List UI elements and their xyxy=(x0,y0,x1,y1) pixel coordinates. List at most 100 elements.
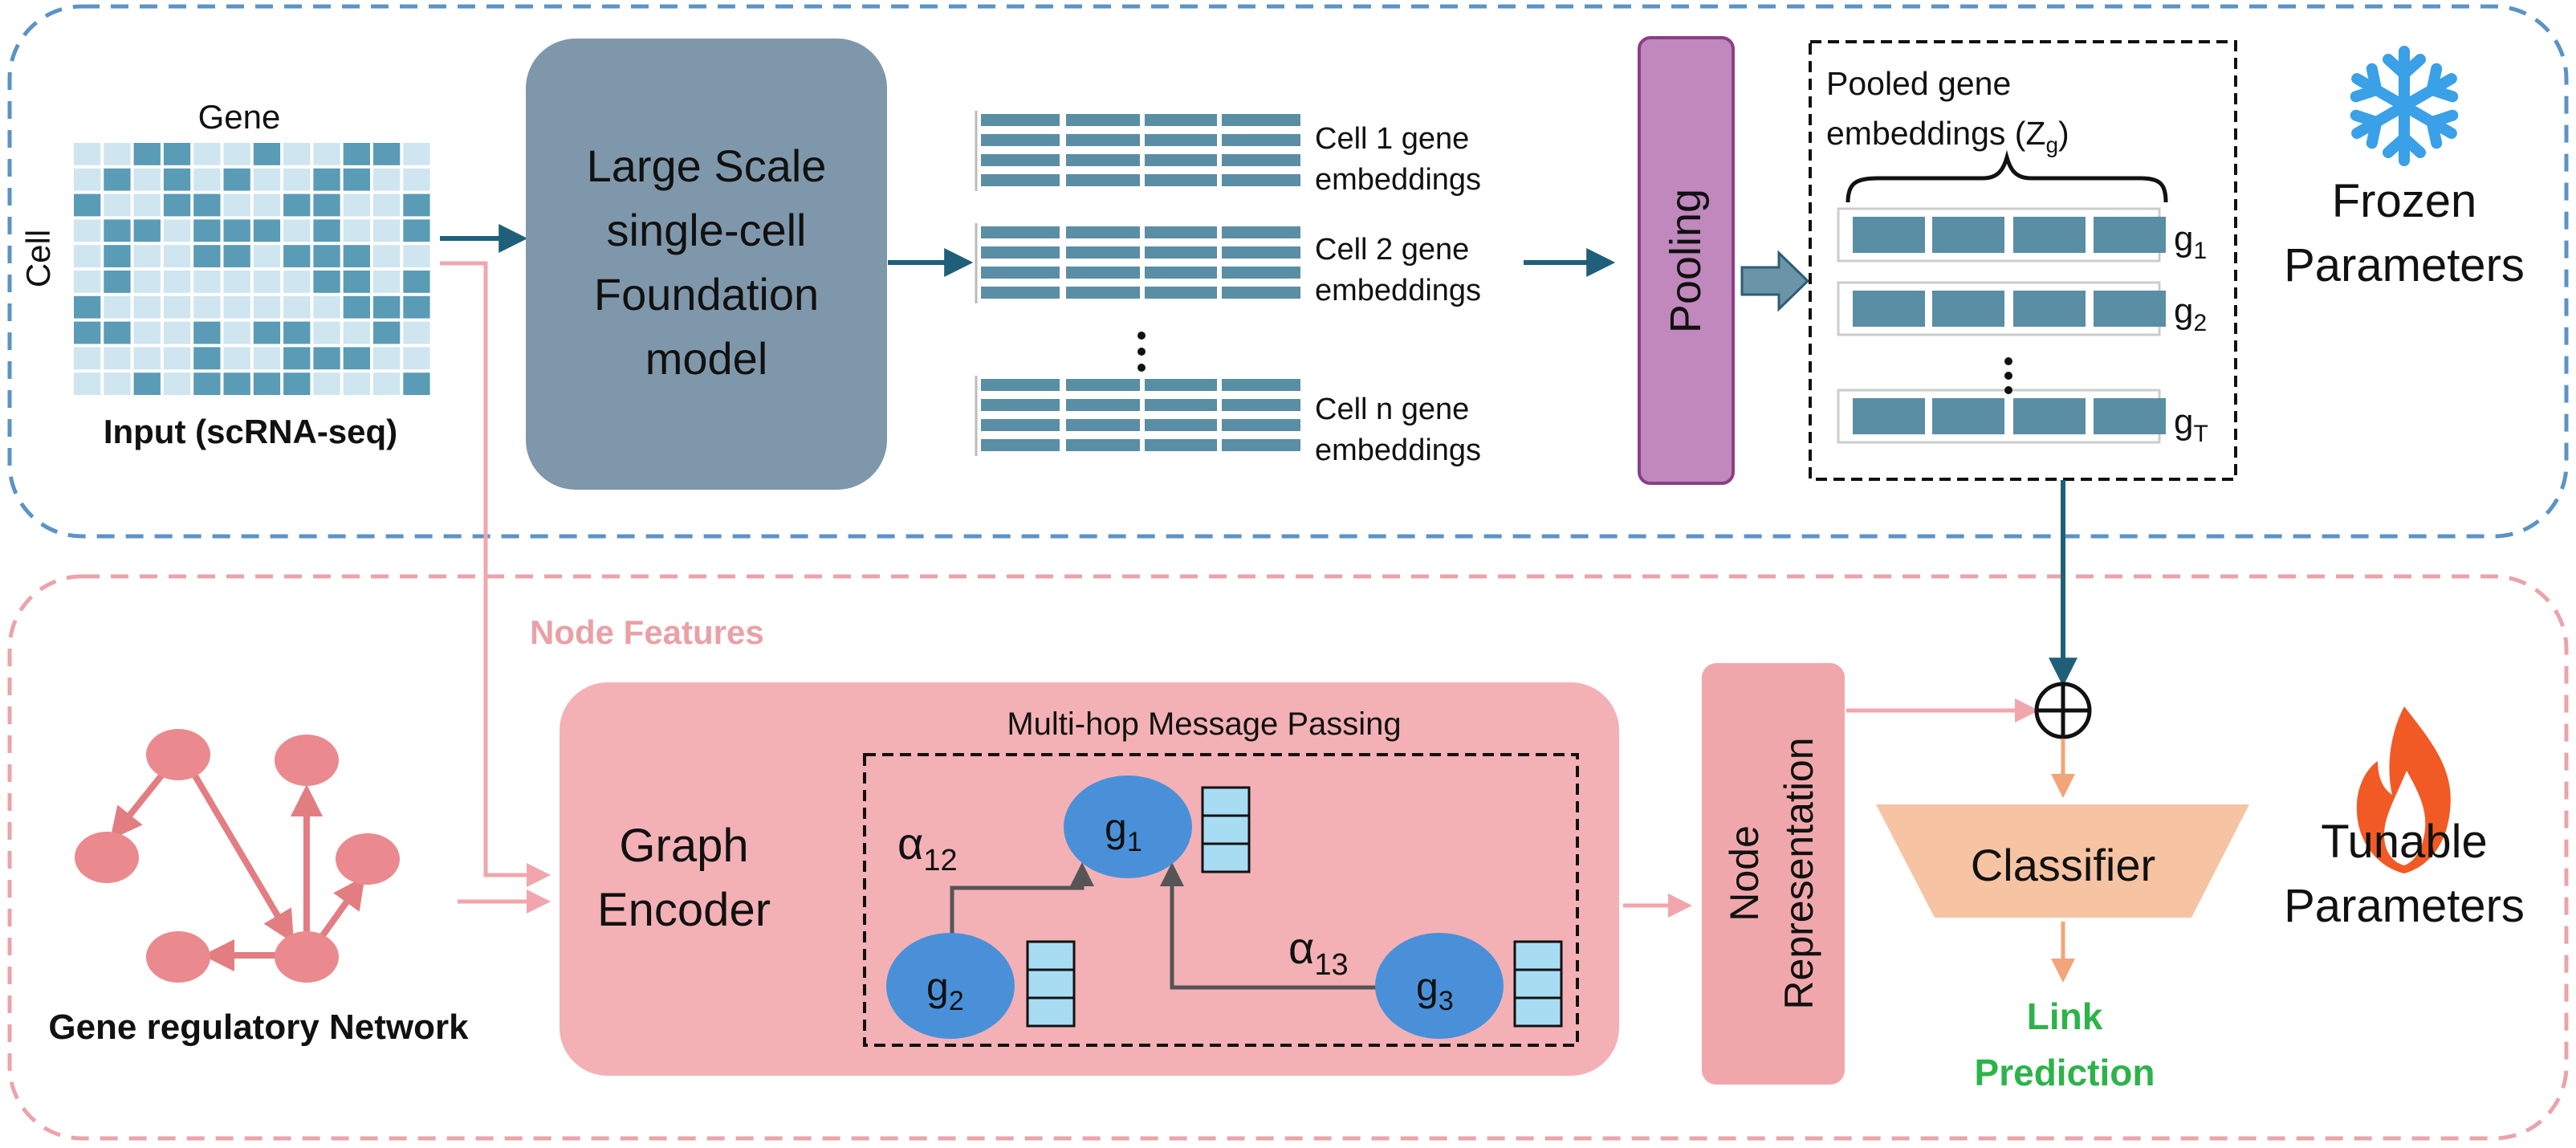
matrix-cell xyxy=(193,143,221,165)
alpha-12-label: α12 xyxy=(897,818,958,877)
vertical-ellipsis-icon xyxy=(1137,332,1146,372)
matrix-cell xyxy=(313,193,340,217)
pooled-bar xyxy=(2013,291,2086,327)
pooled-bar xyxy=(2094,217,2166,253)
embedding-bar xyxy=(1145,267,1217,279)
node-features-connector xyxy=(440,261,551,887)
graph-encoder-line2: Encoder xyxy=(597,884,771,936)
matrix-cell xyxy=(373,219,401,242)
embedding-bar xyxy=(981,114,1060,126)
matrix-cell xyxy=(403,245,430,267)
matrix-cell xyxy=(343,219,370,242)
pooled-title-line2: embeddings (Zg) xyxy=(1826,115,2069,157)
pooled-bar xyxy=(1853,291,1925,327)
matrix-cell xyxy=(104,347,131,370)
matrix-cell xyxy=(133,245,161,267)
embedding-bar xyxy=(1222,267,1300,279)
embedding-bar xyxy=(1222,114,1300,126)
matrix-cell xyxy=(253,321,281,344)
matrix-cell xyxy=(403,193,430,217)
matrix-cell xyxy=(223,245,250,267)
embedding-bar xyxy=(1066,419,1140,431)
foundation-model-line2: single-cell xyxy=(607,205,807,255)
matrix-cell xyxy=(133,193,161,217)
matrix-cell xyxy=(343,372,370,395)
cell-n-embedding-bars xyxy=(975,376,1300,456)
node-g2-label: g2 xyxy=(926,964,964,1016)
embedding-bar xyxy=(981,439,1060,451)
alpha-13-label: α13 xyxy=(1288,922,1349,982)
matrix-cell xyxy=(313,372,340,395)
embedding-bar xyxy=(981,379,1060,391)
pooled-label-g1: g1 xyxy=(2174,219,2207,264)
link-prediction-line1: Link xyxy=(2027,995,2103,1037)
embedding-bar xyxy=(1145,399,1217,411)
matrix-cell xyxy=(74,168,101,191)
pooled-bar xyxy=(2094,398,2166,434)
matrix-cell xyxy=(343,295,370,319)
pooled-label-g2: g2 xyxy=(2174,291,2207,336)
cell-1-label-line2: embeddings xyxy=(1315,163,1481,197)
matrix-cell xyxy=(283,295,311,319)
node-representation-box xyxy=(1702,663,1845,1085)
node-g2 xyxy=(886,933,1015,1039)
snowflake-icon xyxy=(2349,46,2460,161)
embedding-bar xyxy=(1222,174,1300,186)
grn-label: Gene regulatory Network xyxy=(48,1008,469,1047)
embedding-bar xyxy=(1222,226,1300,238)
matrix-cell xyxy=(313,271,340,293)
gene-regulatory-network-graphic xyxy=(75,729,400,983)
pooled-vertical-ellipsis-icon xyxy=(2004,357,2012,394)
embedding-bar xyxy=(1145,134,1217,146)
embedding-bar xyxy=(1066,174,1140,186)
matrix-cell xyxy=(133,321,161,344)
node-representation-line1: Node xyxy=(1722,825,1767,922)
matrix-cell xyxy=(163,193,191,217)
cell-n-label-line2: embeddings xyxy=(1315,434,1481,467)
embedding-bar xyxy=(1222,439,1300,451)
embedding-bar xyxy=(981,267,1060,279)
pooled-bar xyxy=(2094,291,2166,327)
input-label: Input (scRNA-seq) xyxy=(104,413,397,450)
matrix-cell xyxy=(373,193,401,217)
matrix-cell xyxy=(223,295,250,319)
matrix-cell xyxy=(104,321,131,344)
matrix-cell xyxy=(193,245,221,267)
embedding-bar xyxy=(1145,439,1217,451)
flame-icon xyxy=(2356,706,2451,873)
matrix-cell xyxy=(223,193,250,217)
matrix-cell xyxy=(163,372,191,395)
embedding-bar xyxy=(1145,287,1217,299)
matrix-cell xyxy=(193,372,221,395)
matrix-cell xyxy=(163,321,191,344)
matrix-cell xyxy=(313,321,340,344)
cell-n-label-line1: Cell n gene xyxy=(1315,393,1469,426)
matrix-cell xyxy=(313,219,340,242)
matrix-cell xyxy=(343,168,370,191)
matrix-cell xyxy=(373,168,401,191)
matrix-cell xyxy=(104,193,131,217)
classifier-label: Classifier xyxy=(1971,840,2155,890)
pooling-box xyxy=(1638,36,1735,485)
matrix-cell xyxy=(193,193,221,217)
matrix-cell xyxy=(74,372,101,395)
cell-2-embedding-bars xyxy=(975,223,1300,303)
matrix-cell xyxy=(74,347,101,370)
matrix-cell xyxy=(223,168,250,191)
embedding-bar xyxy=(1222,246,1300,259)
embedding-bar xyxy=(1145,154,1217,166)
pooled-bar xyxy=(2013,398,2086,434)
matrix-cell xyxy=(163,347,191,370)
embedding-bar xyxy=(1222,379,1300,391)
embedding-bar xyxy=(981,399,1060,411)
edge-g2-to-g1 xyxy=(950,862,1094,935)
matrix-cell xyxy=(343,347,370,370)
embedding-bar xyxy=(1066,267,1140,279)
matrix-cell xyxy=(403,271,430,293)
embedding-bar xyxy=(981,226,1060,238)
embedding-bar xyxy=(1145,226,1217,238)
frozen-title-line2: Parameters xyxy=(2284,239,2525,291)
node-representation-line2: Representation xyxy=(1776,737,1821,1009)
matrix-cell xyxy=(343,143,370,165)
